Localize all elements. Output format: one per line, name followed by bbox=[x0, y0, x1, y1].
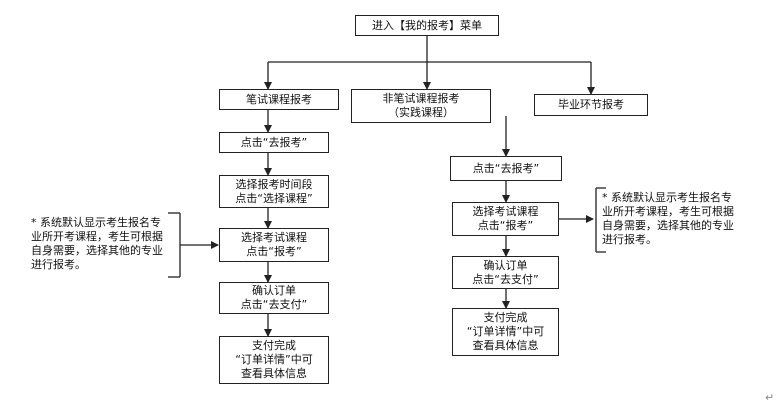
left-click-go-register-box: 点击“去报考” bbox=[219, 132, 329, 153]
written-exam-registration-box: 笔试课程报考 bbox=[219, 89, 339, 110]
left-select-course-box: 选择考试课程 点击“报考” bbox=[219, 228, 329, 262]
right-click-go-register-box: 点击“去报考” bbox=[450, 156, 562, 181]
enter-my-registration-menu-box: 进入【我的报考】菜单 bbox=[355, 15, 499, 36]
left-select-period-box: 选择报考时间段 点击“选择课程” bbox=[219, 175, 329, 208]
left-note-text: * 系统默认显示考生报名专 业所开考课程，考生可根据 自身需要，选择其他的专业 … bbox=[31, 216, 163, 271]
left-payment-complete-box: 支付完成 “订单详情”中可 查看具体信息 bbox=[219, 336, 329, 384]
right-note-text: * 系统默认显示考生报名专 业所开考课程，考生可根据 自身需要，选择其他的专业 … bbox=[602, 191, 734, 246]
graduation-stage-registration-box: 毕业环节报考 bbox=[534, 94, 648, 116]
right-confirm-order-box: 确认订单 点击“去支付” bbox=[452, 256, 559, 289]
non-written-course-registration-box: 非笔试课程报考 （实践课程） bbox=[351, 89, 491, 123]
right-select-course-box: 选择考试课程 点击“报考” bbox=[452, 202, 559, 236]
paragraph-return-icon: ↵ bbox=[765, 391, 775, 404]
right-payment-complete-box: 支付完成 “订单详情”中可 查看具体信息 bbox=[452, 308, 559, 356]
left-confirm-order-box: 确认订单 点击“去支付” bbox=[219, 282, 329, 314]
